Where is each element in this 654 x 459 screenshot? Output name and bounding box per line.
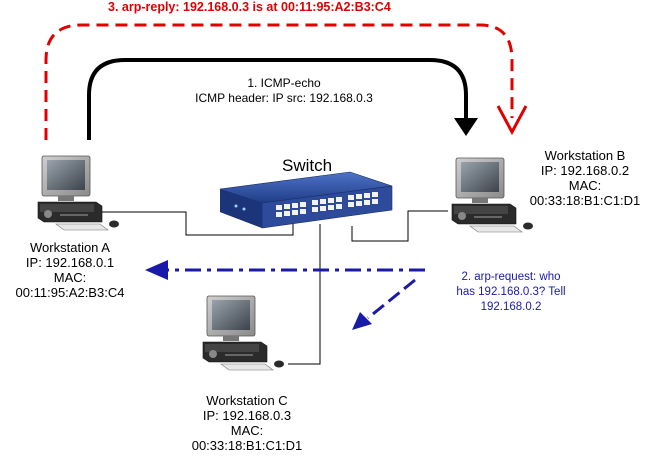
network-switch-icon — [219, 171, 393, 229]
workstation-a-label: Workstation A IP: 192.168.0.1 MAC: 00:11… — [16, 240, 125, 300]
workstation-c-ip: IP: 192.168.0.3 — [202, 408, 292, 423]
arp-request-label: 2. arp-request: who has 192.168.0.3? Tel… — [456, 270, 565, 315]
workstation-a-ip: IP: 192.168.0.1 — [25, 255, 115, 270]
arp-request-line-2: has 192.168.0.3? Tell — [456, 286, 566, 298]
workstation-c-icon — [202, 295, 285, 371]
workstation-b-mac: 00:33:18:B1:C1:D1 — [529, 193, 641, 208]
network-cables — [84, 210, 448, 365]
arp-request-arrows — [145, 260, 425, 330]
workstation-c-label: Workstation C IP: 192.168.0.3 MAC: 00:33… — [192, 393, 303, 453]
workstation-a-mac-label: MAC: — [53, 270, 87, 285]
workstation-b-label: Workstation B IP: 192.168.0.2 MAC: 00:33… — [530, 148, 641, 208]
icmp-header-text: ICMP header: IP src: 192.168.0.3 — [195, 91, 373, 105]
arp-reply-label: 3. arp-reply: 192.168.0.3 is at 00:11:95… — [108, 0, 391, 14]
icmp-echo-label: 1. ICMP-echo ICMP header: IP src: 192.16… — [195, 76, 373, 106]
workstation-a-name: Workstation A — [30, 240, 110, 255]
workstation-c-name: Workstation C — [206, 393, 288, 408]
workstation-c-mac: 00:33:18:B1:C1:D1 — [191, 438, 303, 453]
workstation-b-ip: IP: 192.168.0.2 — [540, 163, 630, 178]
switch-label: Switch — [282, 156, 333, 175]
icmp-echo-arrow — [87, 58, 478, 140]
workstation-b-icon — [451, 157, 534, 233]
workstation-c-mac-label: MAC: — [230, 423, 264, 438]
cable-workstation-a — [84, 211, 294, 236]
icmp-echo-title: 1. ICMP-echo — [247, 76, 321, 90]
arp-request-line-3: 192.168.0.2 — [480, 301, 542, 313]
cable-workstation-b — [351, 210, 448, 242]
arp-request-line-1: 2. arp-request: who — [461, 271, 561, 283]
workstation-b-mac-label: MAC: — [568, 178, 602, 193]
workstation-b-name: Workstation B — [544, 148, 626, 163]
workstation-a-icon — [37, 155, 120, 231]
arp-reply-arrow — [44, 23, 528, 140]
workstation-a-mac: 00:11:95:A2:B3:C4 — [15, 285, 125, 300]
cable-workstation-c — [288, 224, 321, 365]
